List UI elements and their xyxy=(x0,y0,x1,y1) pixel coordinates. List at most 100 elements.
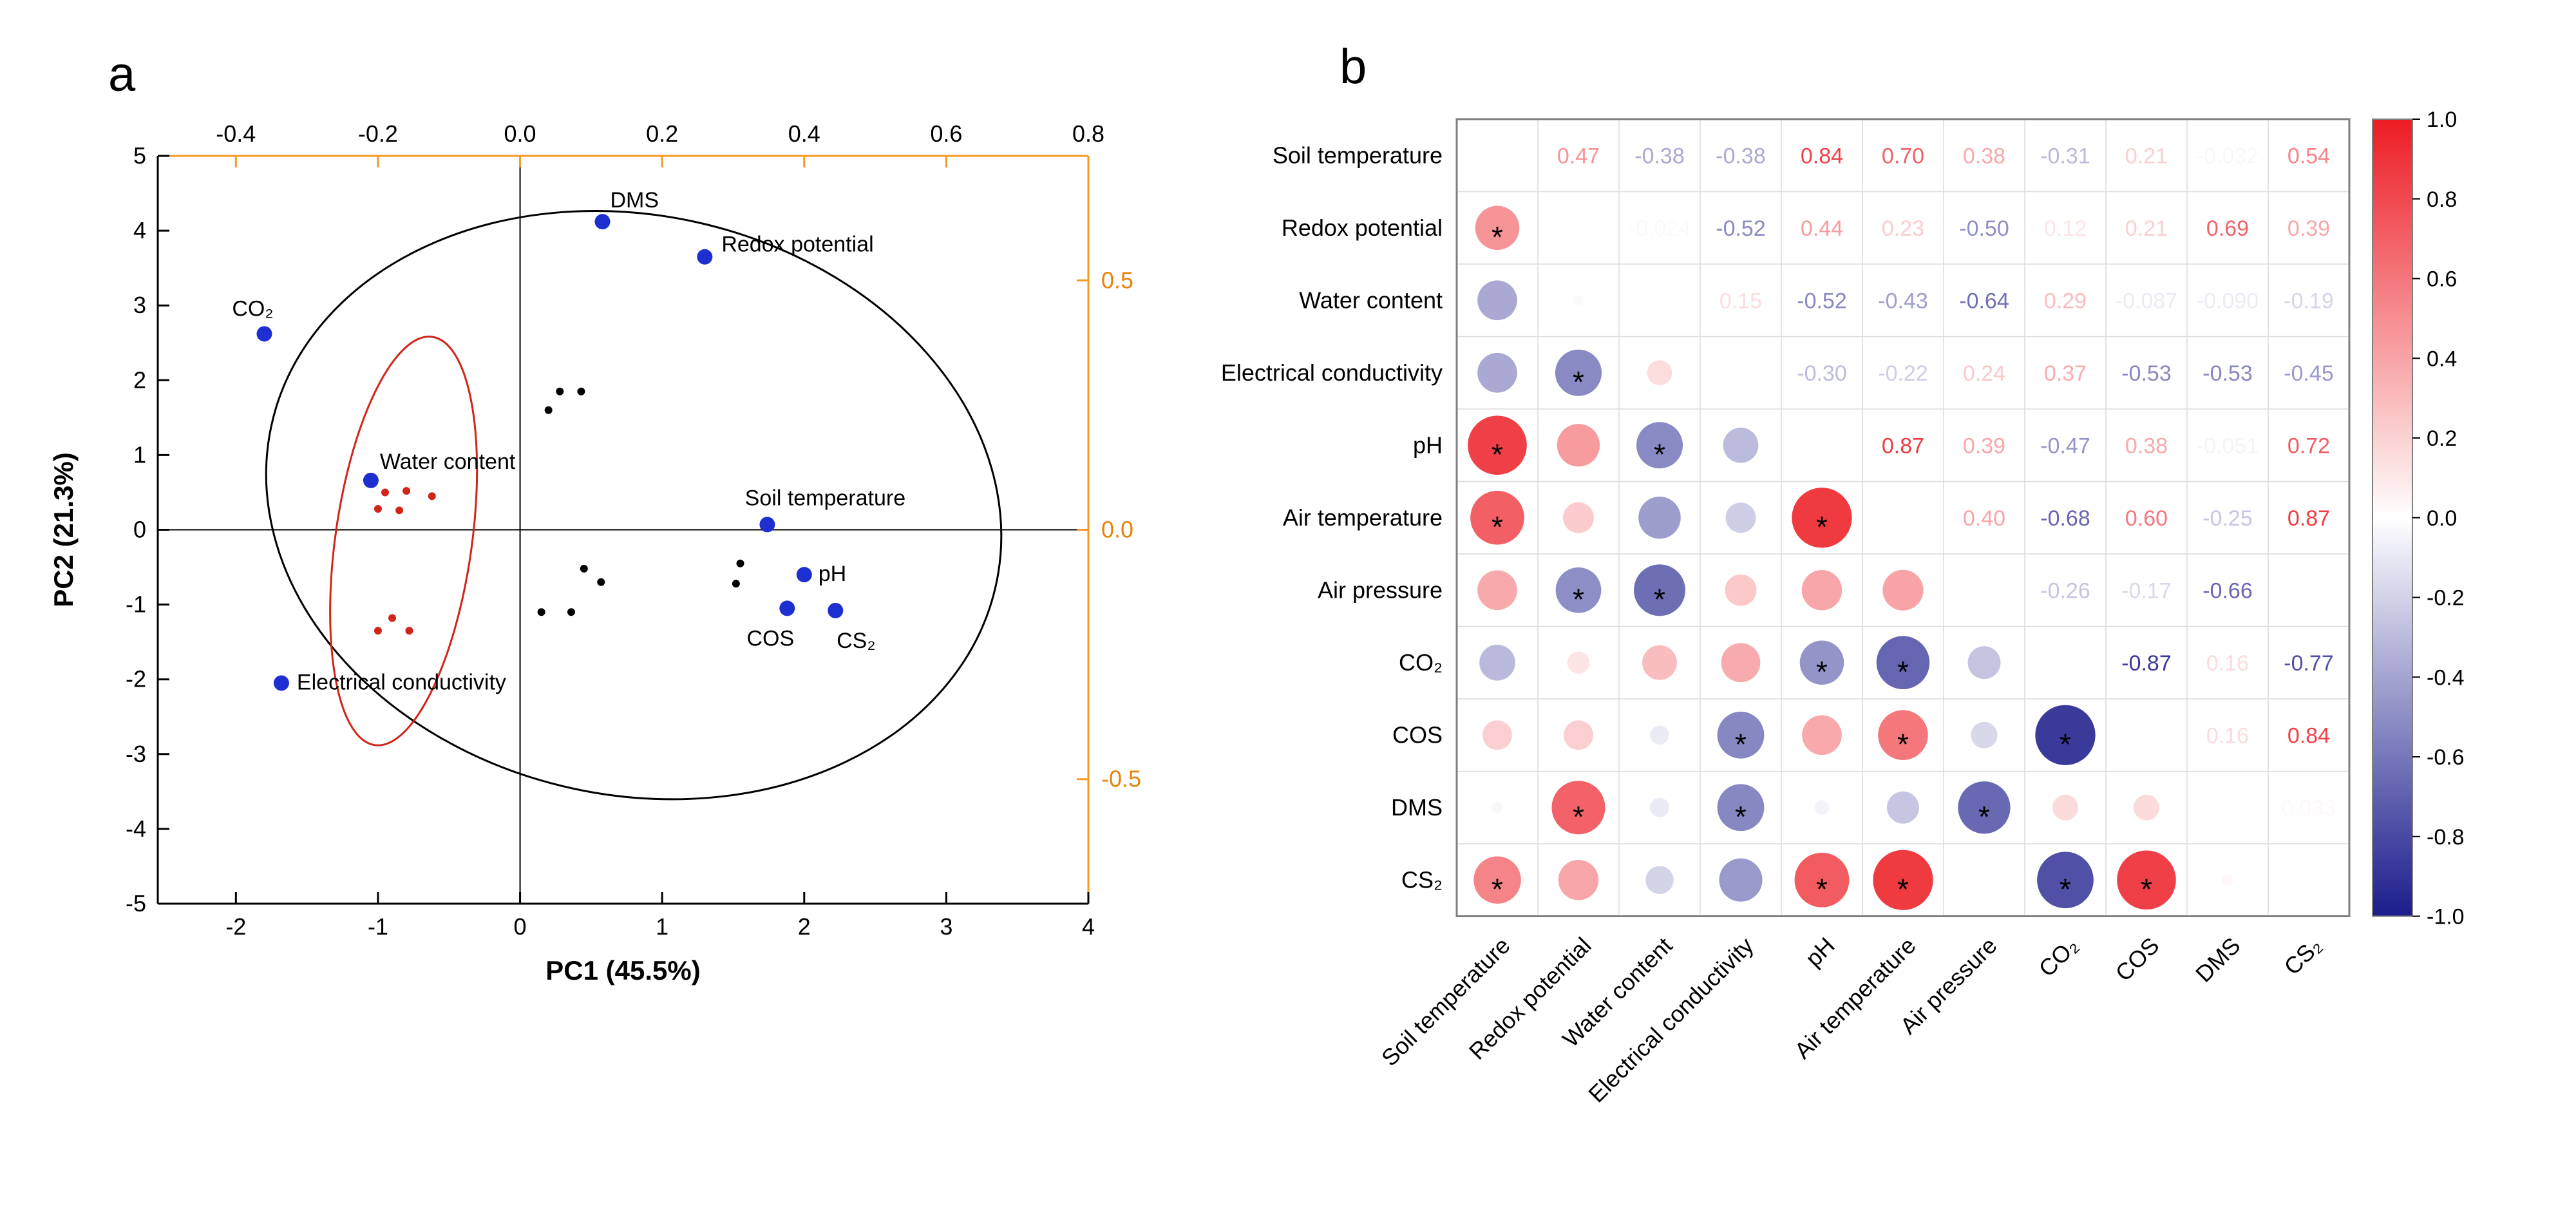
loading-point xyxy=(594,214,611,230)
corr-value: -0.19 xyxy=(2284,289,2334,313)
significance-star: * xyxy=(1978,800,1990,833)
corr-circle xyxy=(1814,800,1830,815)
sample-point-red-group xyxy=(388,614,397,622)
loading-label: COS xyxy=(746,626,794,651)
x-tick-label: -1 xyxy=(368,913,388,940)
top-tick-label: 0.8 xyxy=(1072,120,1104,147)
sample-point-black-group xyxy=(537,608,545,616)
loading-label: pH xyxy=(819,562,846,586)
corr-value: 0.60 xyxy=(2125,506,2168,531)
corr-value: 0.033 xyxy=(2281,796,2336,821)
corr-circle xyxy=(1564,720,1593,750)
sample-point-black-group xyxy=(597,578,605,586)
sample-point-red-group xyxy=(395,506,404,515)
y-tick-label: -1 xyxy=(126,591,146,618)
corr-value: 0.29 xyxy=(2044,289,2087,313)
loading-point xyxy=(363,472,379,488)
loading-label: CO₂ xyxy=(232,296,273,321)
corr-circle xyxy=(2117,850,2176,910)
corr-circle xyxy=(1636,422,1683,469)
corr-value: -0.17 xyxy=(2121,578,2172,603)
y-tick-label: -3 xyxy=(126,741,146,767)
corr-circle xyxy=(2221,874,2234,886)
corr-circle xyxy=(1573,295,1584,305)
x-tick-label: -2 xyxy=(225,913,246,940)
corr-circle xyxy=(1557,424,1600,467)
corr-value: -0.66 xyxy=(2202,578,2253,603)
sample-point-black-group xyxy=(736,559,744,567)
corr-value: 0.84 xyxy=(2287,723,2330,748)
corr-value: 0.47 xyxy=(1557,144,1600,168)
significance-star: * xyxy=(2141,872,2152,906)
top-tick-label: 0.2 xyxy=(646,120,678,147)
corr-value: 0.12 xyxy=(2044,216,2087,241)
significance-star: * xyxy=(1816,872,1828,906)
sample-point-red-group xyxy=(381,488,389,497)
right-tick-label: -0.5 xyxy=(1101,766,1141,792)
loading-point xyxy=(779,600,795,616)
corr-value: 0.70 xyxy=(1882,144,1924,168)
loading-label: Water content xyxy=(380,450,516,474)
sample-point-black-group xyxy=(577,387,585,395)
corr-circle xyxy=(1971,721,1998,748)
y-tick-label: 0 xyxy=(133,517,146,543)
sample-point-black-group xyxy=(567,608,575,616)
colorbar-tick-label: -0.4 xyxy=(2427,665,2465,690)
corr-circle xyxy=(1470,490,1524,545)
corr-circle xyxy=(1878,710,1928,760)
top-tick-label: 0.6 xyxy=(930,120,962,147)
significance-star: * xyxy=(1573,800,1584,833)
row-label: Redox potential xyxy=(1282,214,1443,241)
corr-circle xyxy=(1723,427,1759,463)
significance-star: * xyxy=(1492,220,1503,254)
corr-circle xyxy=(1873,850,1933,910)
loading-label: Soil temperature xyxy=(745,486,905,510)
corr-circle xyxy=(1887,791,1919,824)
corr-value: -0.38 xyxy=(1634,144,1685,168)
corr-circle xyxy=(1647,360,1672,386)
corr-value: 0.21 xyxy=(2125,216,2168,241)
corr-value: 0.0037 xyxy=(2275,578,2342,603)
corr-value: 0.23 xyxy=(1882,216,1924,241)
corr-value: 0.38 xyxy=(2125,433,2168,458)
sample-point-black-group xyxy=(556,387,564,395)
significance-star: * xyxy=(1897,727,1909,761)
corr-circle xyxy=(1492,801,1503,814)
corr-value: -0.024 xyxy=(1629,216,1690,241)
loading-point xyxy=(256,326,272,342)
corr-circle xyxy=(1650,797,1669,817)
loading-label: Redox potential xyxy=(721,233,873,257)
corr-value: -0.64 xyxy=(1959,289,2009,313)
colorbar-tick-label: 0.6 xyxy=(2427,267,2457,292)
colorbar-tick-label: -0.2 xyxy=(2427,586,2465,611)
colorbar-tick-label: -0.8 xyxy=(2427,825,2465,850)
corr-circle xyxy=(1477,352,1517,393)
row-label: Air temperature xyxy=(1283,504,1443,531)
corr-value: -0.87 xyxy=(2121,651,2172,676)
sample-point-black-group xyxy=(544,406,553,414)
y-tick-label: 2 xyxy=(133,366,146,393)
corr-value: 0.38 xyxy=(1963,144,2005,168)
corr-value: -0.051 xyxy=(2197,433,2259,458)
loading-point xyxy=(796,567,812,583)
x-tick-label: 3 xyxy=(940,913,952,940)
corr-value: 0.16 xyxy=(2206,651,2249,676)
corr-value: 0.39 xyxy=(1963,433,2005,458)
right-tick-label: 0.5 xyxy=(1101,267,1133,293)
corr-value: 0.54 xyxy=(2287,144,2330,168)
y-tick-label: 4 xyxy=(133,217,146,243)
corr-circle xyxy=(1725,574,1757,606)
significance-star: * xyxy=(1897,655,1909,689)
corr-value: 0.15 xyxy=(1719,289,1762,313)
sample-point-red-group xyxy=(405,627,413,635)
sample-point-black-group xyxy=(580,564,588,573)
corr-value: -0.22 xyxy=(1878,361,1928,386)
row-label: Soil temperature xyxy=(1273,142,1443,168)
significance-star: * xyxy=(1573,365,1584,399)
top-tick-label: 0.4 xyxy=(788,120,820,147)
corr-circle xyxy=(1650,725,1669,745)
corr-value: -0.087 xyxy=(2116,289,2177,313)
corr-circle xyxy=(1558,860,1599,900)
